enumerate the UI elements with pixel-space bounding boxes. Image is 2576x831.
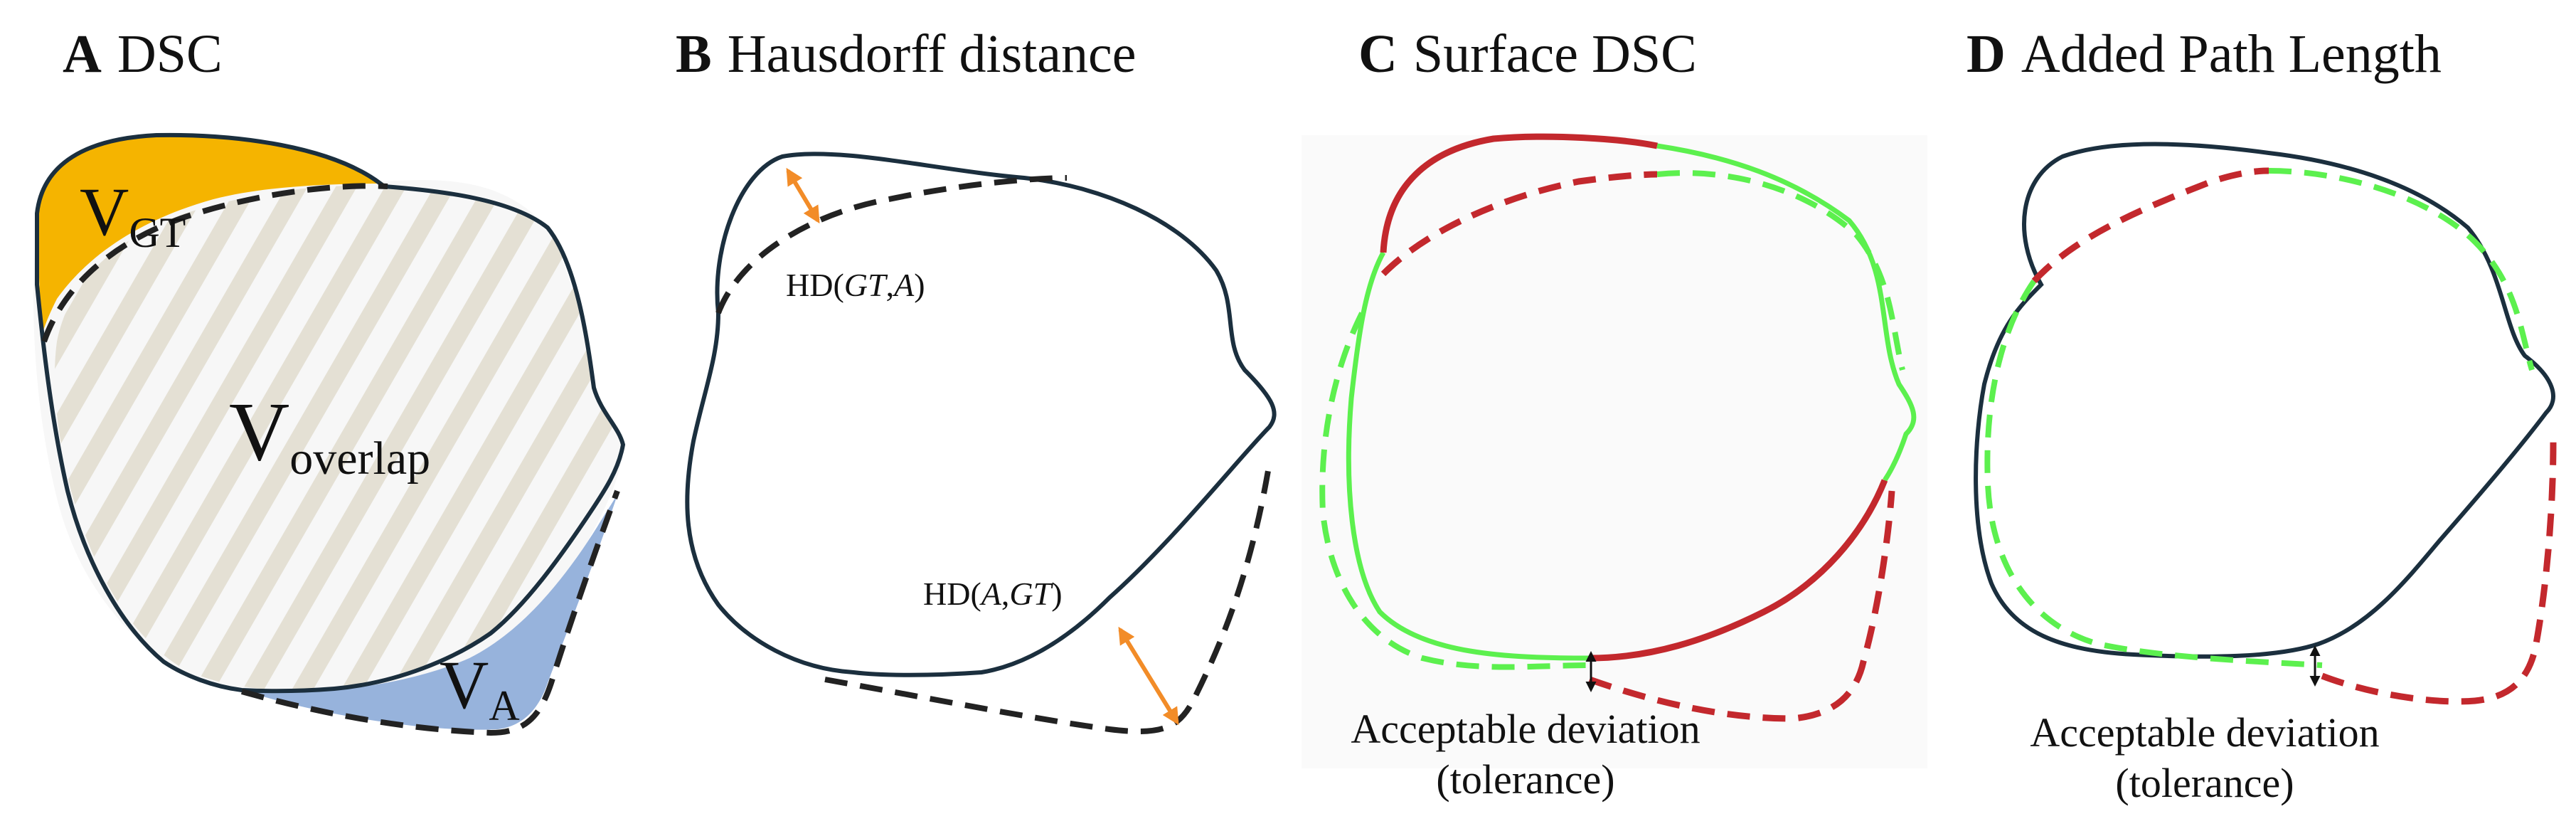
panel-letter: A — [63, 24, 102, 84]
panel-title-text: DSC — [117, 24, 223, 84]
panel-c-diagram — [1302, 133, 1927, 768]
a-outline-match — [1319, 170, 1905, 670]
overlap-region — [54, 185, 623, 691]
hd-a-gt-arrow — [1118, 626, 1179, 726]
hd-gt-a-arrow — [786, 167, 820, 224]
a-outline — [715, 175, 1272, 734]
panel-c-tolerance-caption: Acceptable deviation (tolerance) — [1351, 706, 1701, 803]
gt-outline-mismatch — [1380, 133, 1888, 662]
panel-b-diagram — [685, 152, 1277, 734]
panel-title-text: Added Path Length — [2021, 24, 2442, 84]
hd-a-gt-label: HD(A,GT) — [923, 576, 1063, 612]
panel-letter: C — [1358, 24, 1398, 84]
panel-letter: B — [676, 24, 712, 84]
vgt-label: VGT — [80, 174, 186, 256]
a-outline-match — [1984, 168, 2535, 668]
gt-outline — [1974, 142, 2555, 659]
a-outline-mismatch — [1380, 171, 1895, 722]
panel-d-tolerance-caption: Acceptable deviation (tolerance) — [2030, 709, 2380, 806]
a-region — [242, 491, 619, 730]
gt-region — [37, 134, 384, 342]
hd-gt-a-label: HD(GT,A) — [786, 267, 925, 303]
panel-letter: D — [1966, 24, 2006, 84]
panel-a-diagram — [33, 132, 626, 736]
a-outline-mismatch — [2031, 167, 2557, 705]
gt-outline-match — [1346, 143, 1917, 661]
panel-title-text: Surface DSC — [1412, 24, 1697, 84]
gt-outline — [685, 152, 1277, 677]
panel-title-text: Hausdorff distance — [727, 24, 1137, 84]
panel-d-diagram — [1974, 142, 2557, 705]
panel-c-background — [1302, 135, 1927, 768]
voverlap-label: Voverlap — [229, 385, 431, 485]
va-label: VA — [440, 647, 520, 729]
a-outline — [41, 183, 620, 736]
gt-outline — [35, 132, 626, 694]
